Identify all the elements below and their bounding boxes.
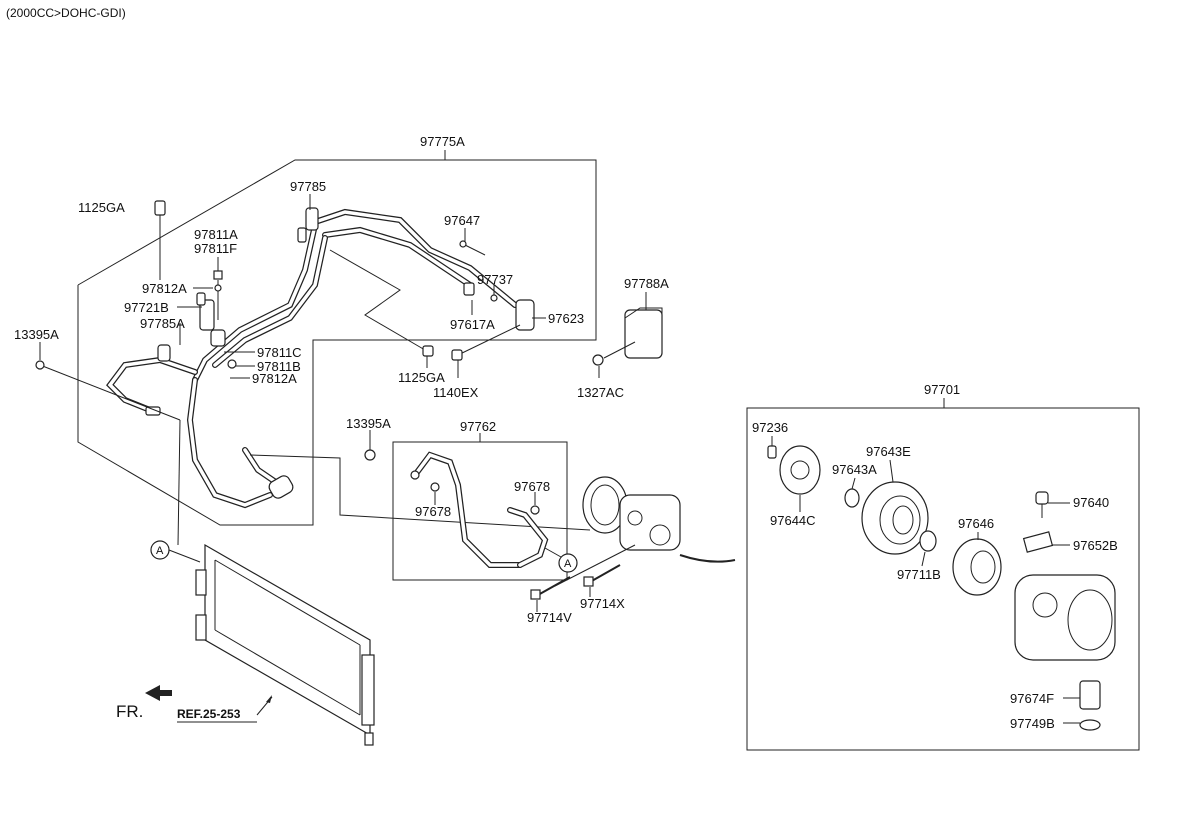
label-1327AC[interactable]: 1327AC	[577, 385, 624, 400]
label-97652B[interactable]: 97652B	[1073, 538, 1118, 553]
label-97643A[interactable]: 97643A	[832, 462, 877, 477]
label-97812A-top[interactable]: 97812A	[142, 281, 187, 296]
label-97811A[interactable]: 97811A	[194, 227, 238, 242]
group-outline-97775A	[77, 150, 597, 526]
label-97749B[interactable]: 97749B	[1010, 716, 1055, 731]
callout-A-left	[150, 540, 201, 563]
label-97785A[interactable]: 97785A	[140, 316, 185, 331]
label-97714V[interactable]: 97714V	[527, 610, 572, 625]
hose-assembly	[106, 207, 535, 509]
label-13395A-left[interactable]: 13395A	[14, 327, 59, 342]
front-label: FR.	[116, 702, 143, 721]
label-97643E[interactable]: 97643E	[866, 444, 911, 459]
label-97714X[interactable]: 97714X	[580, 596, 625, 611]
label-97647[interactable]: 97647	[444, 213, 480, 228]
front-arrow	[145, 685, 172, 701]
label-97617A[interactable]: 97617A	[450, 317, 495, 332]
compressor-assembly[interactable]	[582, 476, 736, 563]
callout-A-center-label: A	[564, 558, 572, 570]
part-97788A[interactable]	[603, 292, 663, 359]
label-97721B[interactable]: 97721B	[124, 300, 169, 315]
label-97811F[interactable]: 97811F	[194, 241, 237, 256]
label-97701[interactable]: 97701	[924, 382, 960, 397]
label-97644C[interactable]: 97644C	[770, 513, 816, 528]
group-outline-97701	[746, 407, 1140, 751]
bolts-97714	[530, 544, 636, 612]
label-1125GA-top[interactable]: 1125GA	[78, 200, 125, 215]
label-97812A-mid[interactable]: 97812A	[252, 371, 297, 386]
label-97711B[interactable]: 97711B	[897, 567, 941, 582]
label-97811B[interactable]: 97811B	[257, 359, 301, 374]
callout-A-center	[544, 547, 578, 573]
label-97236[interactable]: 97236	[752, 420, 788, 435]
label-97737[interactable]: 97737	[477, 272, 513, 287]
receiver-drier-97623[interactable]	[515, 299, 535, 331]
label-97678-b[interactable]: 97678	[415, 504, 451, 519]
label-1140EX[interactable]: 1140EX	[433, 385, 479, 400]
label-97678-a[interactable]: 97678	[514, 479, 550, 494]
compressor-clutch-parts	[767, 436, 1116, 731]
label-97640[interactable]: 97640	[1073, 495, 1109, 510]
label-97646[interactable]: 97646	[958, 516, 994, 531]
label-97811C[interactable]: 97811C	[257, 345, 302, 360]
condenser[interactable]	[195, 543, 375, 746]
leader-lines-outer	[39, 342, 600, 450]
label-97674F[interactable]: 97674F	[1010, 691, 1054, 706]
hose-97762	[410, 451, 549, 568]
label-13395A-center[interactable]: 13395A	[346, 416, 391, 431]
part-labels: 97785 1125GA 97811A 97811F 97812A 97721B…	[14, 179, 1118, 731]
engine-note: (2000CC>DOHC-GDI)	[6, 6, 126, 20]
callout-A-left-label: A	[156, 545, 164, 557]
ref-label[interactable]: REF.25-253	[177, 707, 241, 721]
label-97762[interactable]: 97762	[460, 419, 496, 434]
label-97775A[interactable]: 97775A	[420, 134, 465, 149]
label-97788A[interactable]: 97788A	[624, 276, 669, 291]
label-97785[interactable]: 97785	[290, 179, 326, 194]
label-1125GA-mid[interactable]: 1125GA	[398, 370, 445, 385]
label-97623[interactable]: 97623	[548, 311, 584, 326]
fasteners	[35, 200, 604, 461]
